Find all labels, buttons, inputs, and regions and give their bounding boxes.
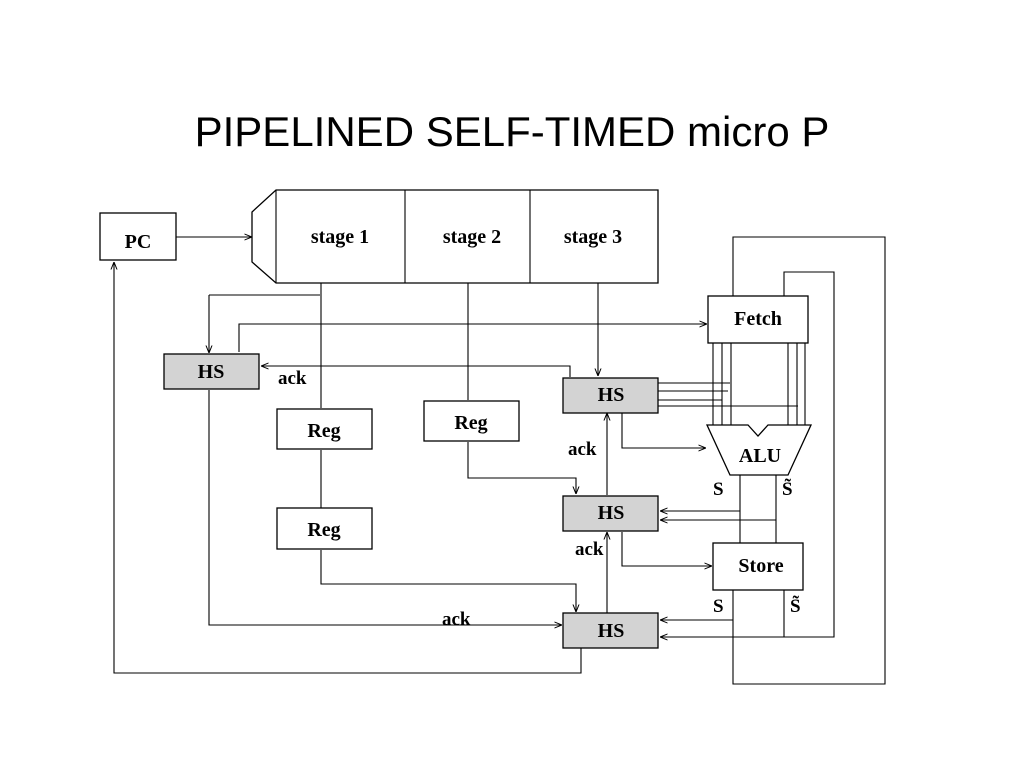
svg-text:ALU: ALU bbox=[739, 445, 781, 467]
stage-3-label: stage 3 bbox=[564, 226, 622, 248]
wires bbox=[114, 237, 886, 685]
svg-text:Reg: Reg bbox=[307, 420, 340, 442]
fetch-block: Fetch bbox=[707, 295, 809, 344]
svg-text:Reg: Reg bbox=[307, 519, 340, 541]
signal-s-bar: S̃ bbox=[782, 479, 793, 500]
hs-block-2: HS bbox=[562, 377, 659, 414]
hs-block-4: HS bbox=[562, 612, 659, 649]
pc-label: PC bbox=[125, 231, 152, 253]
signal-s: S bbox=[713, 596, 724, 617]
signal-s-bar: S̃ bbox=[790, 596, 801, 617]
svg-text:Fetch: Fetch bbox=[734, 308, 782, 330]
reg-block-3: Reg bbox=[276, 507, 373, 550]
reg-block-1: Reg bbox=[276, 408, 373, 450]
svg-text:HS: HS bbox=[598, 502, 625, 524]
ack-label: ack bbox=[278, 368, 307, 389]
instruction-pipeline: stage 1 stage 2 stage 3 bbox=[251, 189, 659, 284]
svg-text:Store: Store bbox=[738, 555, 783, 577]
slide-title: PIPELINED SELF-TIMED micro P bbox=[194, 108, 830, 155]
signal-s: S bbox=[713, 479, 724, 500]
svg-text:Reg: Reg bbox=[454, 412, 487, 434]
store-block: Store bbox=[712, 542, 804, 591]
stage-2-label: stage 2 bbox=[443, 226, 501, 248]
ack-label: ack bbox=[568, 439, 597, 460]
reg-block-2: Reg bbox=[423, 400, 520, 442]
stage-1-label: stage 1 bbox=[311, 226, 369, 248]
svg-text:HS: HS bbox=[598, 384, 625, 406]
svg-text:HS: HS bbox=[198, 361, 225, 383]
ack-label: ack bbox=[442, 609, 471, 630]
hs-block-3: HS bbox=[562, 495, 659, 532]
pc-block: PC bbox=[99, 212, 177, 261]
hs-block-1: HS bbox=[163, 353, 260, 390]
signal-labels: S S̃ S S̃ bbox=[713, 479, 801, 617]
svg-text:HS: HS bbox=[598, 620, 625, 642]
alu-block: ALU bbox=[705, 424, 813, 476]
ack-label: ack bbox=[575, 539, 604, 560]
ack-labels: ack ack ack ack bbox=[278, 368, 604, 630]
